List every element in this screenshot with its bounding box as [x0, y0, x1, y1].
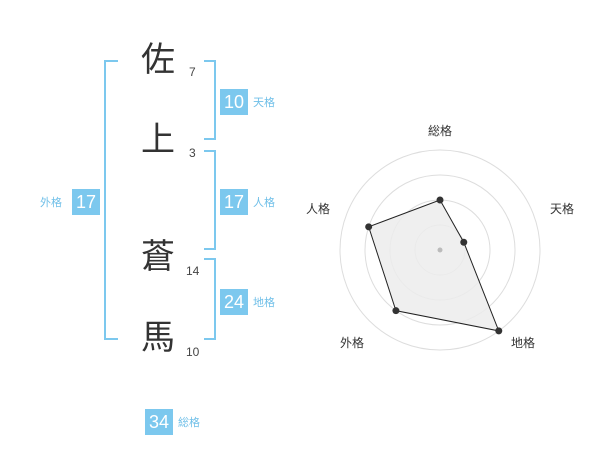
name-char-3: 蒼 — [141, 237, 175, 277]
radar-label-jinkaku: 人格 — [306, 202, 331, 216]
jinkaku-bracket — [204, 150, 216, 250]
radar-points — [365, 196, 503, 335]
stroke-count-1: 7 — [189, 65, 196, 79]
gaikaku-label: 外格 — [40, 196, 62, 209]
radar-point — [460, 238, 468, 246]
tenkaku-value: 10 — [220, 89, 248, 115]
jinkaku-value: 17 — [220, 189, 248, 215]
chikaku-bracket — [204, 258, 216, 340]
radar-grid-ring — [339, 149, 541, 351]
radar-polygon — [368, 199, 500, 332]
soukaku-value: 34 — [145, 409, 173, 435]
gaikaku-bracket — [104, 60, 118, 340]
radar-point — [436, 196, 444, 204]
radar-label-chikaku: 地格 — [511, 336, 536, 350]
jinkaku-label: 人格 — [253, 196, 275, 209]
stroke-count-3: 14 — [186, 264, 200, 278]
radar-point — [392, 307, 400, 315]
stroke-count-4: 10 — [186, 345, 200, 359]
name-char-2: 上 — [141, 120, 175, 160]
tenkaku-label: 天格 — [253, 96, 275, 109]
radar-label-tenkaku: 天格 — [550, 202, 575, 216]
soukaku-label: 総格 — [178, 416, 200, 429]
stroke-count-2: 3 — [189, 146, 196, 160]
chikaku-value: 24 — [220, 289, 248, 315]
radar-point — [365, 223, 373, 231]
name-char-1: 佐 — [141, 40, 175, 80]
radar-grid-ring — [364, 174, 516, 326]
radar-center-dot — [437, 247, 443, 253]
gaikaku-value: 17 — [72, 189, 100, 215]
radar-label-gaikaku: 外格 — [340, 336, 365, 350]
radar-label-soukaku: 総格 — [428, 124, 453, 138]
name-char-4: 馬 — [141, 318, 175, 358]
chikaku-label: 地格 — [253, 296, 275, 309]
radar-point — [495, 327, 503, 335]
tenkaku-bracket — [204, 60, 216, 140]
